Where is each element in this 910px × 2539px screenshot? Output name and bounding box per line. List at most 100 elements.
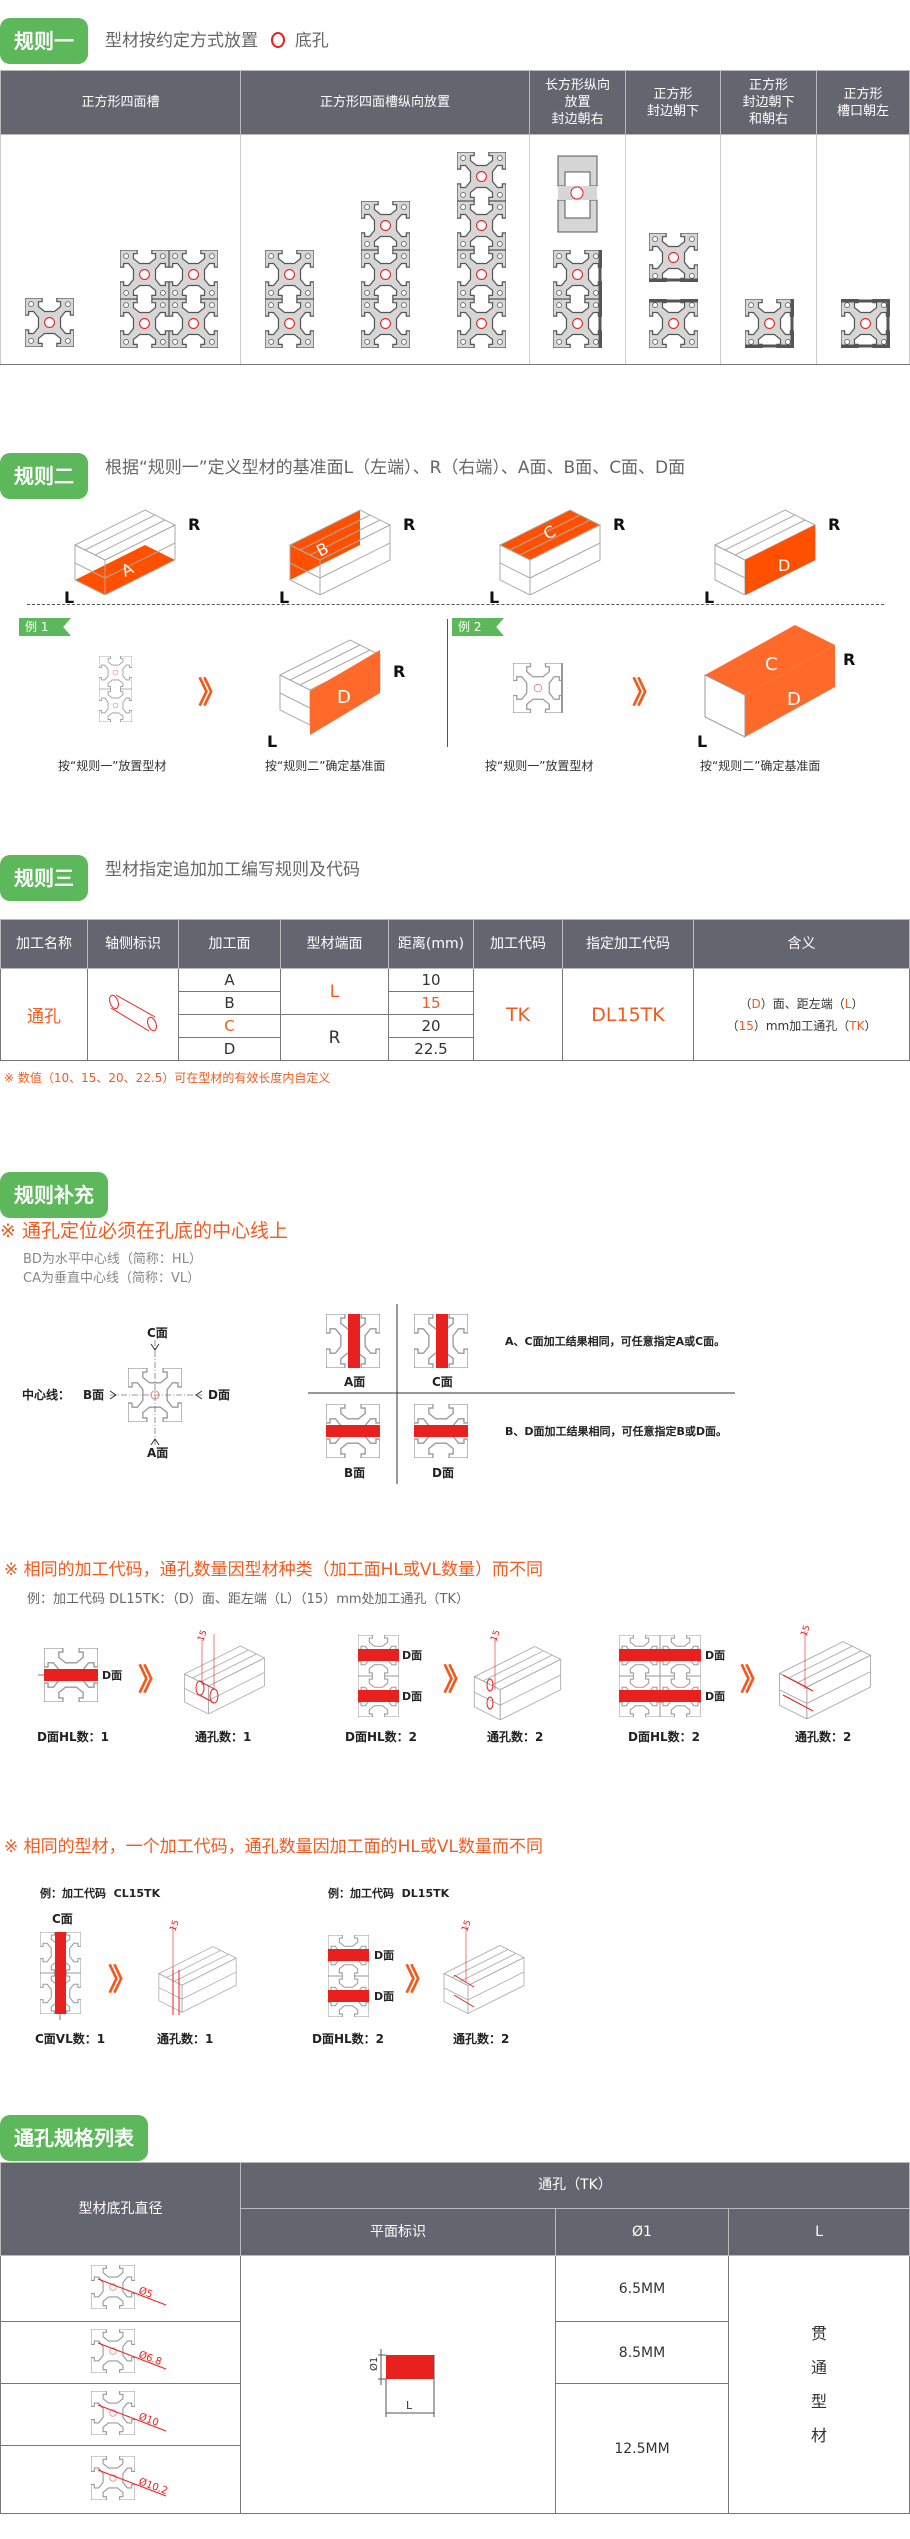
profile-sealed-right-icon	[553, 250, 602, 348]
face-b-label: B面	[83, 1388, 105, 1402]
col-header-phi: Ø1	[555, 2208, 729, 2256]
dimension-label: 15	[799, 1624, 812, 1638]
end-l-label: L	[279, 588, 289, 607]
profile-4slot-icon	[25, 298, 74, 347]
chevron-right-icon: 》	[740, 1663, 770, 1698]
face-cell: B	[178, 991, 281, 1015]
rule1-badge: 规则一	[0, 18, 88, 64]
diameter-label: Ø10	[136, 2410, 159, 2428]
example-1-caption-right: 按“规则二”确定基准面	[265, 759, 386, 773]
hl2-profile-diagram: D面 D面	[358, 1635, 422, 1717]
quad-label-c: C面	[432, 1375, 453, 1389]
end-l-label: L	[267, 732, 277, 751]
face-c-label: C面	[147, 1326, 168, 1340]
l-value-char: 通	[810, 2357, 827, 2377]
profile-sealed-down-icon	[649, 233, 698, 348]
diameter-label: Ø6.8	[136, 2348, 162, 2367]
col-header: 型材端面	[280, 919, 389, 969]
end-r-label: R	[828, 515, 840, 534]
meaning-text: ）	[864, 1018, 877, 1033]
col-header: 距离(mm)	[388, 919, 474, 969]
quad-label-b: B面	[344, 1466, 366, 1480]
hl1-iso-diagram: 15	[184, 1629, 265, 1714]
meaning-distance: 15	[738, 1018, 754, 1033]
rule3-badge: 规则三	[0, 855, 88, 901]
phi-value: 6.5MM	[555, 2255, 729, 2322]
process-name: 通孔	[0, 968, 88, 1061]
c-face-label: C面	[52, 1912, 73, 1926]
col-header: 加工代码	[473, 919, 563, 969]
d-face-label: D面	[102, 1669, 122, 1682]
dashed-divider	[27, 604, 884, 605]
distance-cell: 15	[388, 991, 474, 1015]
face-d-box-diagram: D R L	[704, 509, 840, 607]
face-cell: D	[178, 1037, 281, 1061]
rule1-header: 长方形纵向 放置 封边朝右	[529, 70, 626, 135]
face-equivalence-grid	[308, 1304, 735, 1484]
hl2-iso-diagram: 15	[473, 1629, 562, 1720]
end-l-label: L	[64, 588, 74, 607]
col-header-plane: 平面标识	[240, 2208, 556, 2256]
face-b-box-diagram: B R L	[279, 509, 415, 607]
plane-mark-cell: Ø1 L	[240, 2255, 556, 2514]
face-cell: C	[178, 1014, 281, 1038]
rule2-badge: 规则二	[0, 453, 88, 499]
example-1-iso: D R L	[267, 639, 405, 751]
example-2-iso: C D R L	[697, 625, 855, 751]
end-r-label: R	[613, 515, 625, 534]
diameter-cell: Ø6.8	[0, 2321, 241, 2384]
group-label: D面HL数：2	[628, 1730, 701, 1744]
end-cell: L	[280, 968, 389, 1015]
end-r-label: R	[843, 650, 855, 669]
example-1-tag: 例 1	[19, 618, 71, 636]
rule1-header: 正方形 槽口朝左	[816, 70, 910, 135]
col-header: 加工名称	[0, 919, 88, 969]
bd-equivalence-text: B、D面加工结果相同，可任意指定B或D面。	[505, 1425, 728, 1438]
profile-1x3-icon	[361, 201, 410, 348]
profile-slot-left-icon	[841, 299, 890, 348]
rule1-header: 正方形四面槽纵向放置	[240, 70, 530, 135]
hl2-2x2-iso-diagram: 15	[779, 1624, 871, 1719]
dimension-label: 15	[460, 1919, 473, 1933]
face-a-label: A面	[147, 1446, 169, 1460]
d-face-label: D面	[402, 1649, 422, 1662]
face-cell: A	[178, 968, 281, 992]
process-code: TK	[473, 968, 563, 1061]
specified-code: DL15TK	[562, 968, 694, 1061]
vl-definition: CA为垂直中心线（简称：VL）	[23, 1271, 201, 1286]
meaning-text: ）面、距左端（	[760, 996, 845, 1011]
face-a-box-diagram: A R L	[64, 509, 200, 607]
meaning-end: L	[844, 996, 852, 1011]
meaning-code: TK	[849, 1018, 865, 1033]
l-value-char: 贯	[810, 2323, 827, 2343]
bottom-hole-legend-icon	[271, 32, 286, 48]
centerline-label: 中心线：	[22, 1388, 71, 1402]
group-label: 通孔数：1	[157, 2032, 214, 2046]
profile-1x2-icon	[265, 250, 314, 348]
meaning-text: （	[726, 1018, 739, 1033]
hl-2-iso-diagram: 15	[443, 1919, 525, 2014]
d-face-label: D面	[705, 1649, 725, 1662]
d-face-label: D面	[402, 1690, 422, 1703]
l-value: 贯通型材	[728, 2255, 910, 2514]
col-header-tk: 通孔（TK）	[240, 2162, 910, 2209]
l-value-char: 材	[810, 2425, 827, 2445]
rule1-header: 正方形四面槽	[0, 70, 241, 135]
profile-2x2-icon	[120, 250, 218, 348]
rule1-header: 正方形 封边朝下 和朝右	[720, 70, 817, 135]
end-r-label: R	[403, 515, 415, 534]
example-code: CL15TK	[113, 1887, 161, 1900]
example-code-label: 例：加工代码 CL15TK	[40, 1885, 160, 1901]
example-2-profile	[513, 663, 563, 713]
meaning-face: D	[751, 996, 761, 1011]
col-header: 指定加工代码	[562, 919, 694, 969]
through-hole-spec-table: 型材底孔直径 通孔（TK） 平面标识 Ø1 L Ø5 Ø1 L 6.5MM 贯通…	[0, 2162, 910, 2514]
phi-value: 12.5MM	[555, 2383, 729, 2514]
diameter-cell: Ø10	[0, 2383, 241, 2446]
phi-label: Ø1	[368, 2356, 380, 2370]
face-d-label: D面	[208, 1388, 230, 1402]
profile-sealed-down-right-icon	[745, 299, 794, 348]
group-label: 通孔数：2	[795, 1730, 852, 1744]
face-letter: D	[778, 556, 790, 575]
supplement-example-2: 例：加工代码 DL15TK：（D）面、距左端（L）（15）mm处加工通孔（TK）	[27, 1592, 469, 1607]
